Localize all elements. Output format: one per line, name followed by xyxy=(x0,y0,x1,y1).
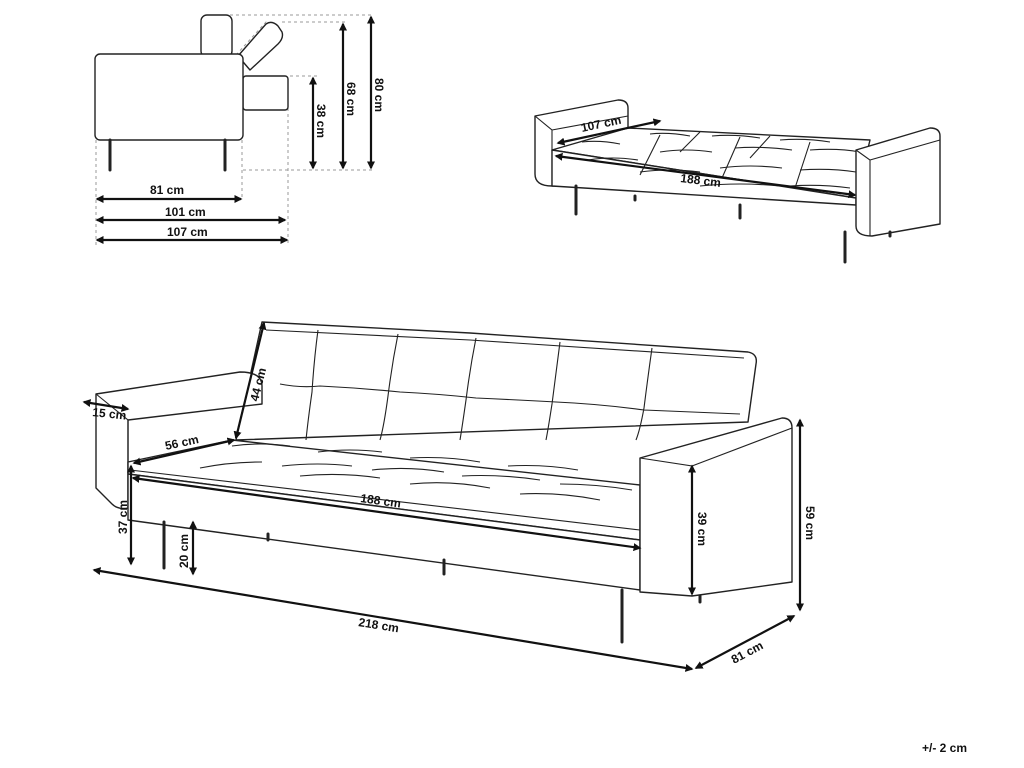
side-backrest-reclined xyxy=(237,21,284,71)
total-width-dim-line xyxy=(92,567,694,672)
side-backrest xyxy=(200,14,233,58)
front-backrest xyxy=(235,321,758,441)
seat-width-label: 188 cm xyxy=(360,491,402,511)
front-view: 15 cm 56 cm 44 cm 188 cm 37 cm 20 cm 39 … xyxy=(82,321,817,672)
leg-height-label: 20 cm xyxy=(177,534,191,568)
bed-view: 107 cm 188 cm xyxy=(534,99,941,264)
side-body xyxy=(94,53,244,141)
seat-height-label: 37 cm xyxy=(116,500,130,534)
side-total-height-label: 80 cm xyxy=(372,78,386,112)
total-width-label: 218 cm xyxy=(358,615,400,635)
bed-length-dim-line xyxy=(554,152,857,199)
seat-depth-label: 56 cm xyxy=(164,432,200,453)
total-depth-dim-line xyxy=(694,615,796,669)
total-depth-label: 81 cm xyxy=(729,638,766,666)
front-right-armrest xyxy=(639,417,793,597)
armrest-height-label: 39 cm xyxy=(695,512,709,546)
side-depth-bed-label: 107 cm xyxy=(167,225,208,239)
side-depth-label: 81 cm xyxy=(150,183,184,197)
backrest-height-dim-line xyxy=(233,321,267,440)
seat-depth-dim-line xyxy=(132,437,236,466)
bed-width-dim-line xyxy=(556,118,662,146)
side-back-height-label: 68 cm xyxy=(344,82,358,116)
armrest-width-label: 15 cm xyxy=(92,405,127,422)
bed-right-armrest xyxy=(855,127,941,237)
side-seat-extension xyxy=(242,75,289,111)
tolerance-note: +/- 2 cm xyxy=(922,741,967,755)
side-view: 81 cm 101 cm 107 cm 38 cm 68 cm 80 cm xyxy=(94,14,386,245)
seat-width-dim-line xyxy=(131,474,642,552)
side-seat-height-label: 38 cm xyxy=(314,104,328,138)
total-height-label: 59 cm xyxy=(803,506,817,540)
armrest-width-dim-line xyxy=(82,399,130,412)
bed-length-label: 188 cm xyxy=(680,171,722,190)
side-depth-open-label: 101 cm xyxy=(165,205,206,219)
